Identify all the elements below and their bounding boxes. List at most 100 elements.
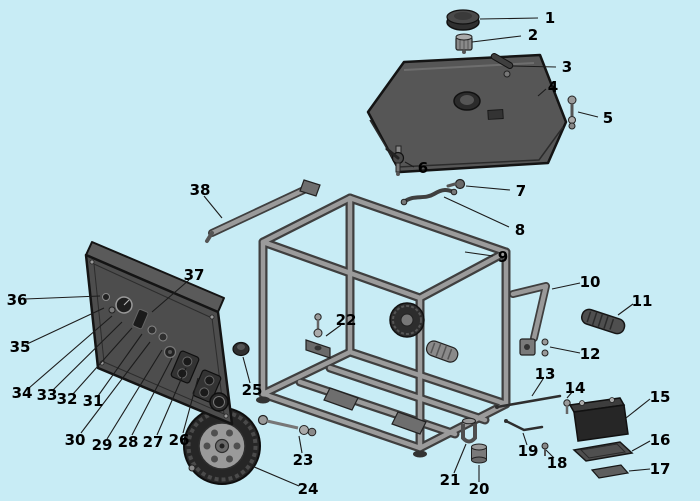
leader-line-13 xyxy=(531,378,544,397)
leader-line-5 xyxy=(577,111,599,118)
leader-line-22 xyxy=(325,324,342,337)
panel-button-drawing xyxy=(102,293,110,301)
panel-screw-drawing xyxy=(108,306,116,314)
part-number-38-support-bar: 38 xyxy=(190,181,211,199)
leader-line-15 xyxy=(625,398,651,419)
leader-line-6 xyxy=(404,161,415,168)
part-number-37-control-panel: 37 xyxy=(184,266,205,284)
part-number-3-tank-latch: 3 xyxy=(562,58,572,76)
rear-wheel-drawing xyxy=(389,302,425,338)
part-number-29-circuit-breaker: 29 xyxy=(92,436,113,454)
leader-line-26 xyxy=(182,377,199,434)
leader-line-3 xyxy=(511,65,557,68)
part-number-15-battery: 15 xyxy=(650,388,671,406)
part-number-22-engine-mount: 22 xyxy=(336,311,357,329)
part-number-30-panel-indicator: 30 xyxy=(65,431,86,449)
part-number-31-panel-switch: 31 xyxy=(83,392,104,410)
spacer-drawing xyxy=(471,443,487,464)
part-number-1-fuel-tank-cap: 1 xyxy=(545,9,555,27)
part-number-16-battery-tray: 16 xyxy=(650,431,671,449)
leader-line-7 xyxy=(465,185,511,191)
part-number-34-panel-button: 34 xyxy=(12,384,33,402)
panel-knob-drawing xyxy=(232,341,250,357)
part-number-7-fuel-outlet-fitting: 7 xyxy=(516,182,526,200)
part-number-2-fuel-filter-screen: 2 xyxy=(528,26,538,44)
leader-line-19 xyxy=(522,432,528,446)
part-number-36-panel-plate: 36 xyxy=(7,291,28,309)
part-number-20-spacer: 20 xyxy=(469,480,490,498)
battery-tray-drawing xyxy=(572,441,634,462)
leader-line-24 xyxy=(251,465,300,487)
leader-line-34 xyxy=(28,315,113,389)
part-number-21-clevis-mount: 21 xyxy=(440,471,461,489)
part-number-6-fuel-valve: 6 xyxy=(418,159,428,177)
fuel-valve-drawing xyxy=(385,145,405,176)
engine-mount-drawing xyxy=(305,313,331,359)
battery-pad-drawing xyxy=(590,464,630,479)
tank-latch-drawing xyxy=(490,53,514,78)
bent-rod-drawing xyxy=(504,419,544,432)
round-outlet-drawing xyxy=(209,392,229,412)
leader-line-25 xyxy=(242,356,251,384)
part-number-25-panel-knob: 25 xyxy=(242,381,263,399)
leader-line-17 xyxy=(628,468,651,472)
circuit-breaker-drawing xyxy=(163,345,177,359)
bolt-18-drawing xyxy=(541,442,549,456)
part-number-32-panel-light: 32 xyxy=(57,390,78,408)
leader-line-4 xyxy=(537,88,547,97)
leader-line-2 xyxy=(471,35,522,43)
part-number-17-battery-pad: 17 xyxy=(650,460,671,478)
leader-line-9 xyxy=(464,251,494,257)
tank-bolt-drawing xyxy=(567,95,577,130)
leader-line-32 xyxy=(72,327,133,395)
leader-line-18 xyxy=(545,449,555,459)
panel-light-drawing xyxy=(147,325,157,335)
part-number-9-frame: 9 xyxy=(498,248,508,266)
leader-line-14 xyxy=(566,390,574,399)
part-number-11-handle-grip: 11 xyxy=(632,292,653,310)
leader-line-27 xyxy=(156,367,187,436)
leader-line-33 xyxy=(52,321,123,391)
axle-bolt-drawing xyxy=(257,414,317,437)
leader-line-36 xyxy=(24,295,101,300)
handle-bracket-drawing xyxy=(519,338,549,357)
fuel-filter-drawing xyxy=(455,33,473,54)
part-number-8-fuel-hose: 8 xyxy=(515,221,525,239)
part-number-13-support-rod: 13 xyxy=(535,365,556,383)
part-number-12-handle-bracket: 12 xyxy=(580,345,601,363)
panel-switch-drawing xyxy=(132,308,149,330)
fuel-tank-drawing xyxy=(366,53,568,174)
leader-line-30 xyxy=(80,341,151,434)
leader-line-12 xyxy=(549,346,581,354)
part-number-14-bolt: 14 xyxy=(565,379,586,397)
part-number-24-wheel: 24 xyxy=(298,480,319,498)
part-number-28-ac-outlet-duplex-a: 28 xyxy=(118,433,139,451)
part-number-33-voltmeter: 33 xyxy=(37,386,58,404)
part-number-5-tank-bolt: 5 xyxy=(603,109,613,127)
part-number-18-bolt: 18 xyxy=(547,454,568,472)
leader-line-29 xyxy=(106,349,163,440)
support-rod-drawing xyxy=(495,394,562,409)
leader-line-1 xyxy=(479,17,539,20)
leader-line-37 xyxy=(151,279,190,313)
part-number-27-ac-outlet-duplex-b: 27 xyxy=(143,433,164,451)
frame-drawing xyxy=(256,193,511,458)
clevis-mount-drawing xyxy=(461,417,477,444)
leader-line-10 xyxy=(551,282,581,290)
leader-line-31 xyxy=(97,333,143,397)
part-number-35-panel-screw: 35 xyxy=(10,338,31,356)
wheel-drawing xyxy=(183,407,261,485)
voltmeter-drawing xyxy=(115,296,133,314)
part-number-4-fuel-tank: 4 xyxy=(548,78,558,96)
bolt-14-drawing xyxy=(563,399,571,414)
leader-line-23 xyxy=(298,435,303,454)
leader-line-11 xyxy=(617,303,634,316)
fuel-cap-drawing xyxy=(446,9,480,31)
battery-drawing xyxy=(568,397,629,442)
support-bar-drawing xyxy=(205,179,321,243)
part-number-10-handle-tube: 10 xyxy=(580,273,601,291)
fuel-hose-drawing xyxy=(400,188,458,206)
